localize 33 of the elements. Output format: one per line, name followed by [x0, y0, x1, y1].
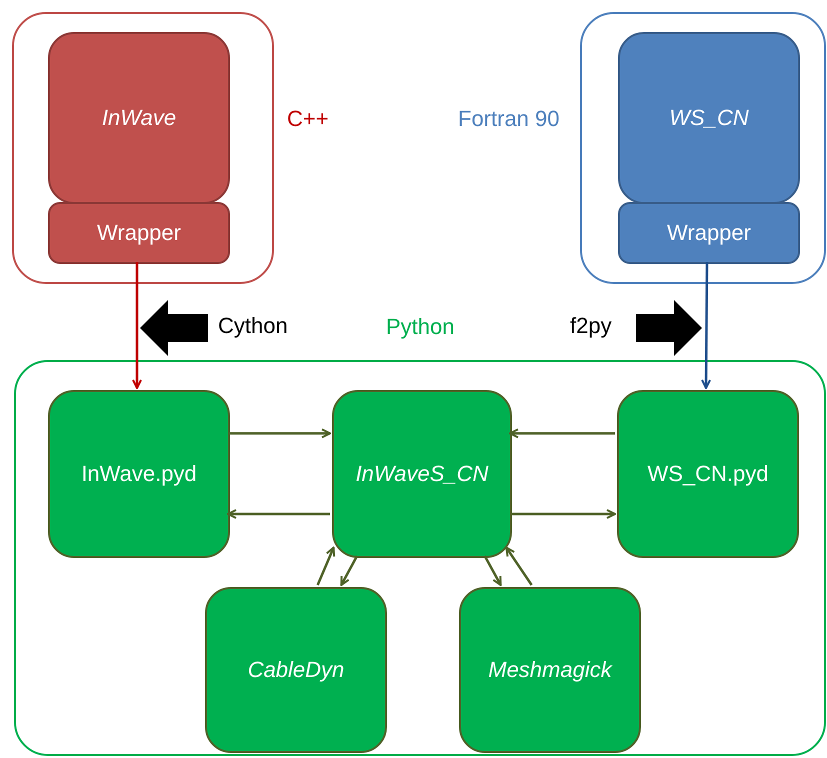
module-box — [332, 390, 512, 558]
group-heading: Fortran 90 — [458, 106, 560, 132]
module-name: WS_CN.pyd — [647, 461, 769, 487]
module-name: InWave — [102, 105, 176, 131]
arrow — [316, 546, 336, 586]
module-box — [618, 202, 800, 264]
arrow — [340, 555, 358, 586]
group-heading: C++ — [287, 106, 329, 132]
module-name: InWaveS_CN — [356, 461, 488, 487]
module-name: InWave.pyd — [81, 461, 197, 487]
module-name: WS_CN — [669, 105, 749, 131]
module-box — [48, 390, 230, 558]
module-name: Wrapper — [667, 220, 751, 246]
arrow — [228, 428, 331, 438]
module-box — [48, 202, 230, 264]
arrow — [510, 509, 616, 519]
module-box — [459, 587, 641, 753]
module-box — [48, 32, 230, 204]
tool-label: f2py — [570, 313, 612, 339]
module-box — [617, 390, 799, 558]
arrow — [701, 262, 712, 389]
arrow — [227, 509, 330, 519]
module-name: Wrapper — [97, 220, 181, 246]
group-heading: Python — [386, 314, 454, 340]
arrow — [132, 262, 142, 389]
arrow — [505, 546, 533, 586]
module-name: Meshmagick — [488, 657, 612, 683]
module-name: CableDyn — [248, 657, 344, 683]
arrow — [484, 555, 502, 586]
module-box — [618, 32, 800, 204]
module-box — [205, 587, 387, 753]
arrow — [509, 428, 615, 438]
tool-label: Cython — [218, 313, 288, 339]
